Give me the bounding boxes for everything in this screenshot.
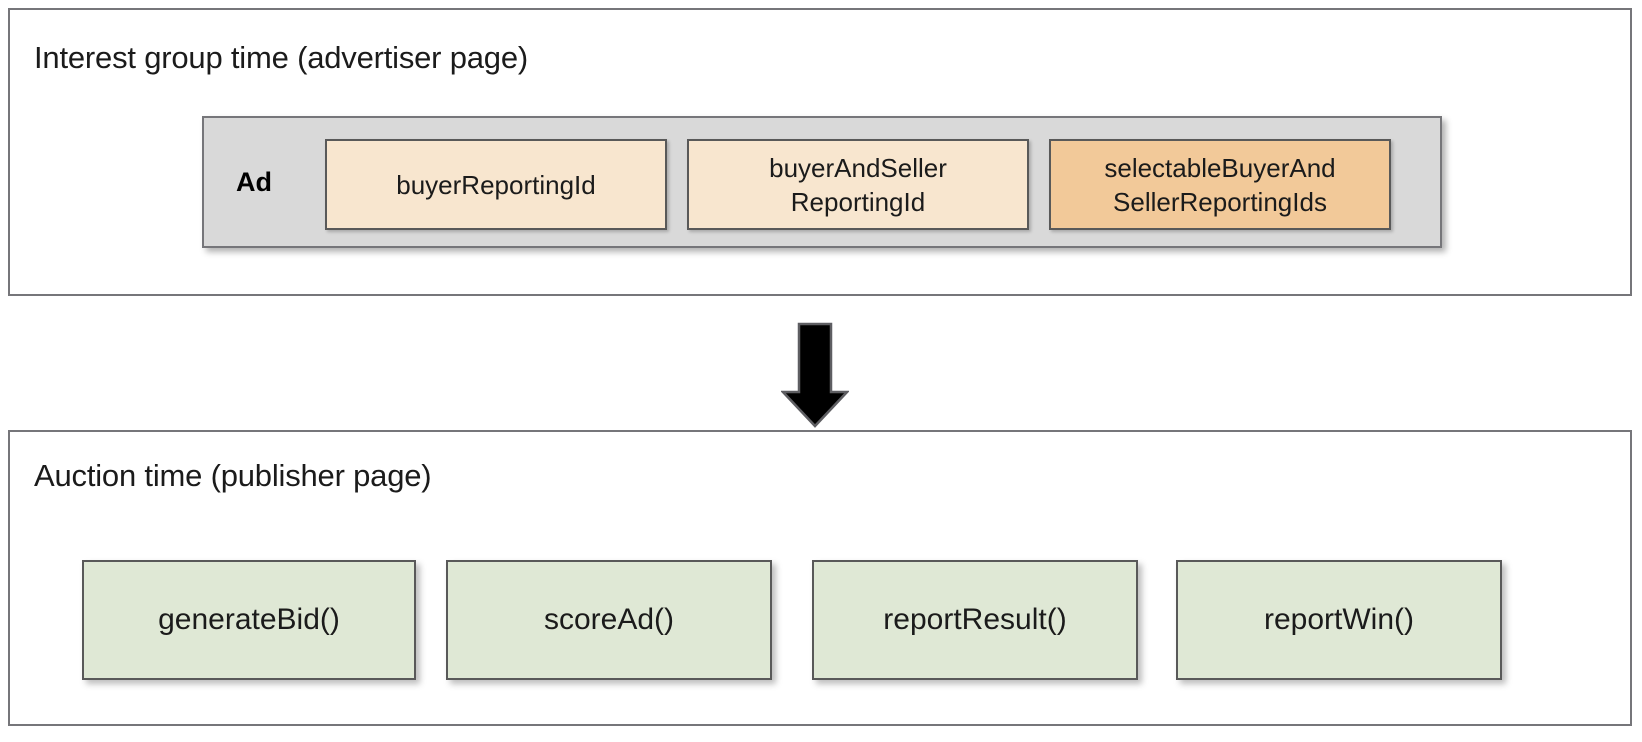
auction-function-label: generateBid()	[158, 603, 340, 636]
reporting-field-buyer-reporting-id: buyerReportingId	[325, 139, 667, 230]
auction-function-generate-bid: generateBid()	[82, 560, 416, 680]
reporting-field-label: buyerAndSeller ReportingId	[769, 151, 947, 219]
section-title-interest-group-time: Interest group time (advertiser page)	[34, 40, 529, 75]
reporting-field-label: buyerReportingId	[396, 169, 596, 200]
section-auction-time: Auction time (publisher page) generateBi…	[8, 430, 1632, 726]
ad-group-container: Ad buyerReportingId buyerAndSeller Repor…	[202, 116, 1442, 248]
auction-function-report-win: reportWin()	[1176, 560, 1502, 680]
auction-function-report-result: reportResult()	[812, 560, 1138, 680]
auction-function-label: scoreAd()	[543, 603, 675, 636]
down-arrow-icon	[781, 322, 849, 428]
reporting-field-label-line2: SellerReportingIds	[1113, 186, 1327, 217]
reporting-field-label: selectableBuyerAnd SellerReportingIds	[1104, 151, 1335, 219]
reporting-field-label-line1: selectableBuyerAnd	[1104, 152, 1336, 183]
auction-function-label: reportWin()	[1263, 603, 1414, 636]
reporting-field-label-line2: ReportingId	[790, 186, 926, 217]
reporting-field-selectable-buyer-and-seller-reporting-ids: selectableBuyerAnd SellerReportingIds	[1049, 139, 1391, 230]
reporting-field-label-line1: buyerAndSeller	[769, 152, 947, 183]
reporting-field-buyer-and-seller-reporting-id: buyerAndSeller ReportingId	[687, 139, 1029, 230]
section-interest-group-time: Interest group time (advertiser page) Ad…	[8, 8, 1632, 296]
ad-group-label: Ad	[236, 166, 272, 197]
auction-function-label: reportResult()	[883, 603, 1067, 636]
section-title-auction-time: Auction time (publisher page)	[34, 458, 432, 493]
auction-function-score-ad: scoreAd()	[446, 560, 772, 680]
